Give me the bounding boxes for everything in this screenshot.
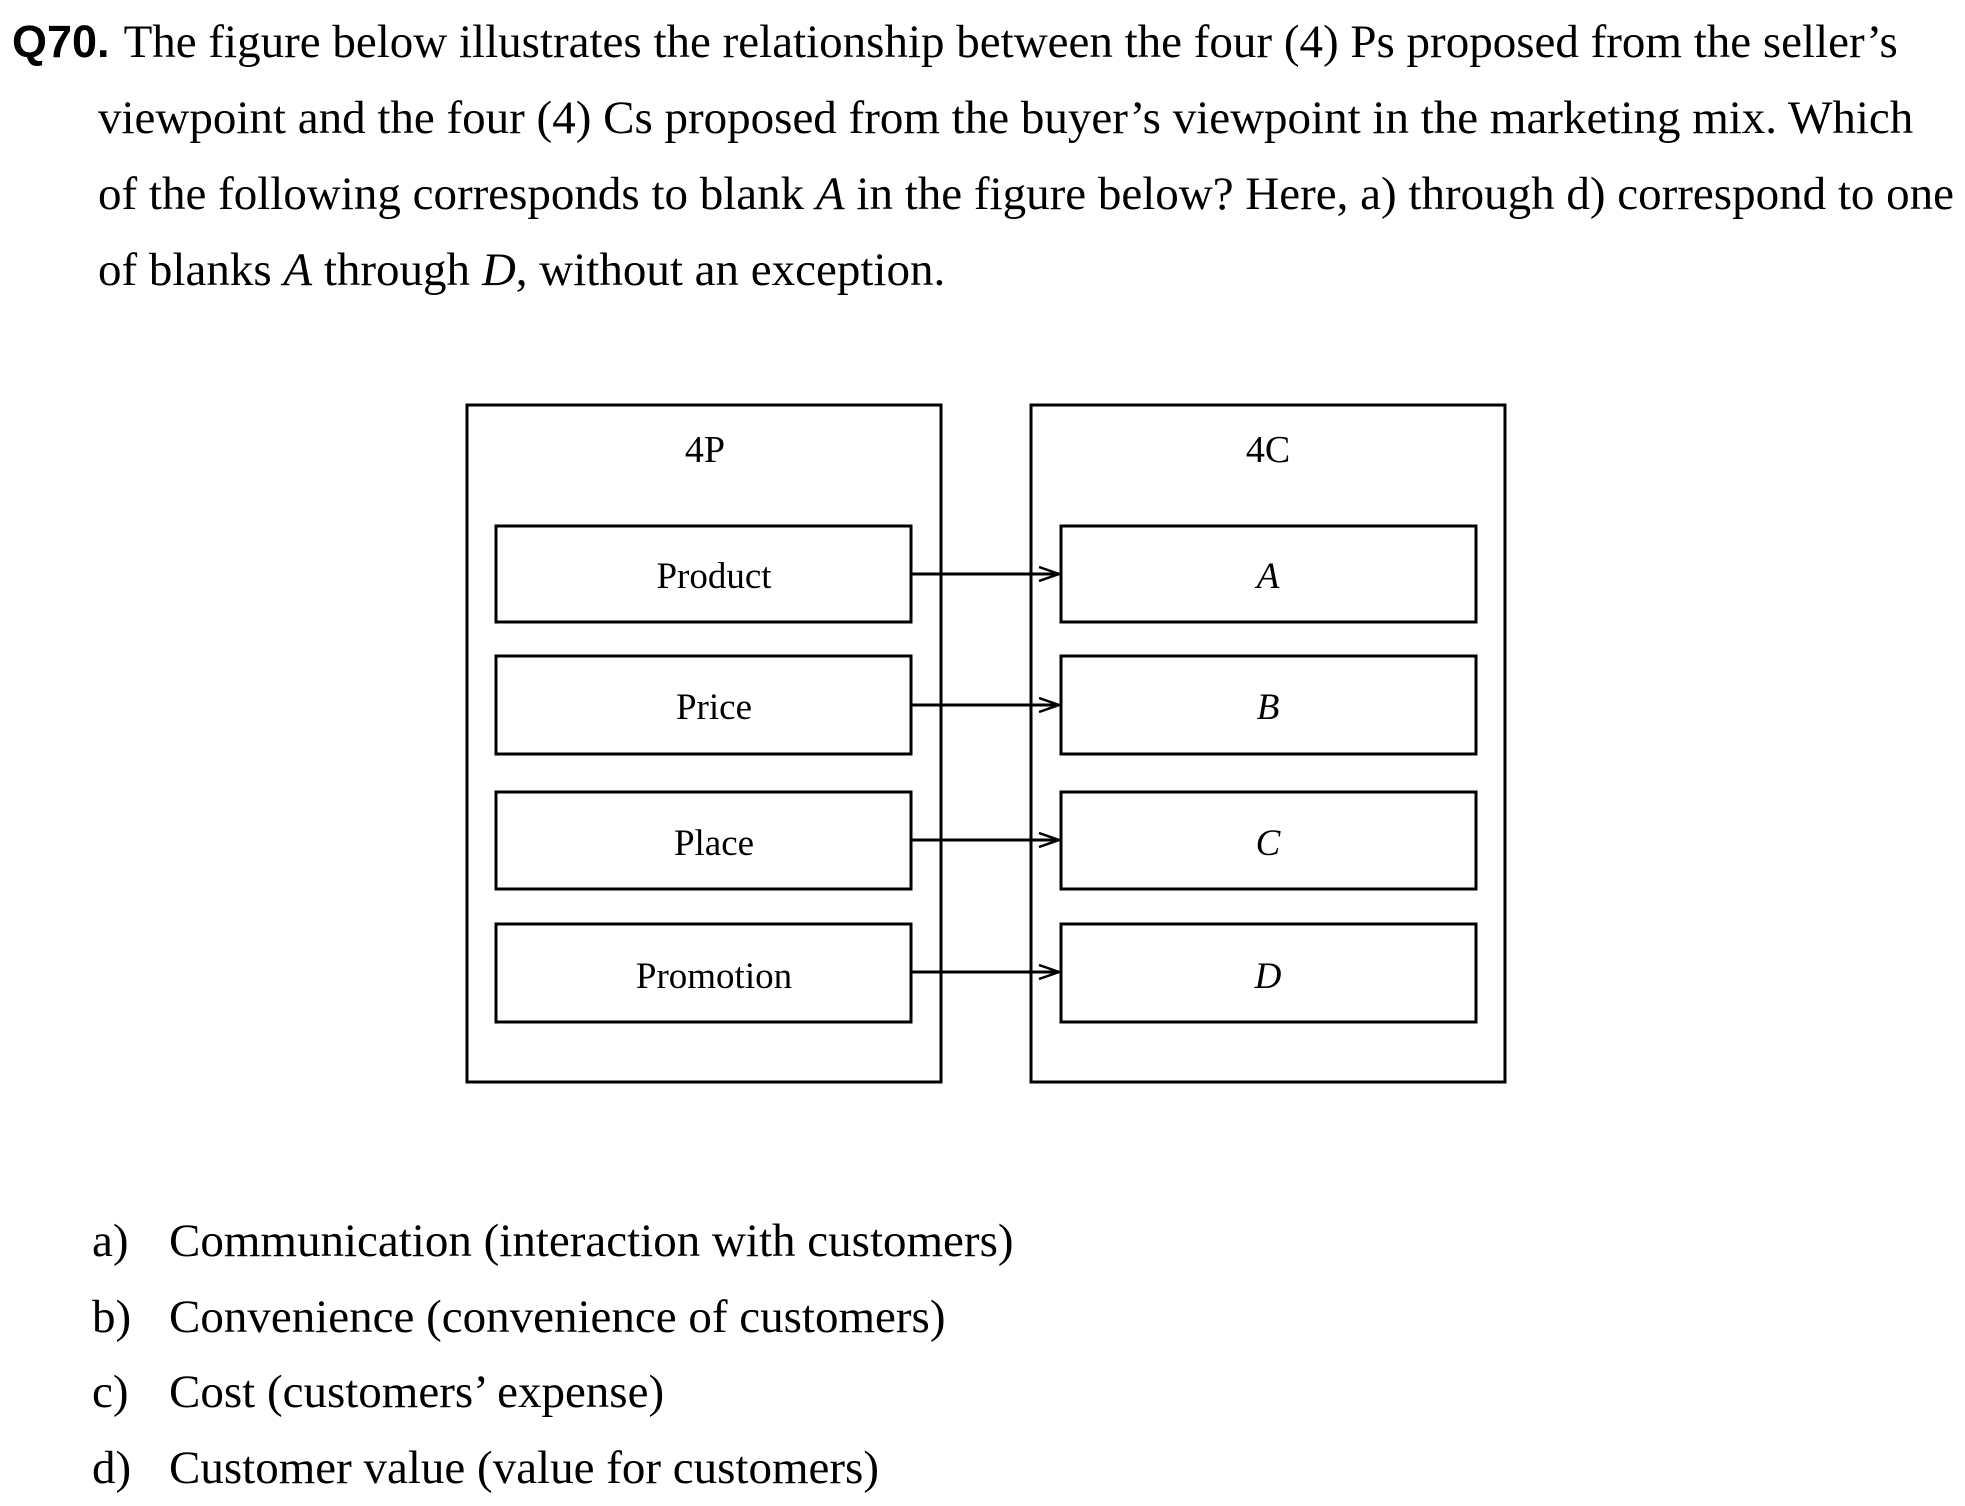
option-a-key: a) <box>92 1204 169 1280</box>
place-label: Place <box>674 823 754 864</box>
blank-b-label: B <box>1257 687 1280 728</box>
option-c[interactable]: c) Cost (customers’ expense) <box>92 1355 1014 1431</box>
option-b-text: Convenience (convenience of customers) <box>169 1280 946 1356</box>
option-d[interactable]: d) Customer value (value for customers) <box>92 1431 1014 1506</box>
option-d-text: Customer value (value for customers) <box>169 1431 879 1506</box>
4p-title: 4P <box>685 429 725 471</box>
option-a[interactable]: a) Communication (interaction with custo… <box>92 1204 1014 1280</box>
blank-c-label: C <box>1256 823 1282 864</box>
option-c-key: c) <box>92 1355 169 1431</box>
option-a-text: Communication (interaction with customer… <box>169 1204 1014 1280</box>
option-b-key: b) <box>92 1280 169 1356</box>
option-c-text: Cost (customers’ expense) <box>169 1355 664 1431</box>
option-d-key: d) <box>92 1431 169 1506</box>
price-label: Price <box>676 687 752 728</box>
option-b[interactable]: b) Convenience (convenience of customers… <box>92 1280 1014 1356</box>
blank-d-label: D <box>1254 956 1282 997</box>
product-label: Product <box>656 556 772 597</box>
4c-title: 4C <box>1246 429 1290 471</box>
promotion-label: Promotion <box>636 956 792 997</box>
blank-a-label: A <box>1254 556 1280 597</box>
answer-options: a) Communication (interaction with custo… <box>92 1204 1014 1506</box>
